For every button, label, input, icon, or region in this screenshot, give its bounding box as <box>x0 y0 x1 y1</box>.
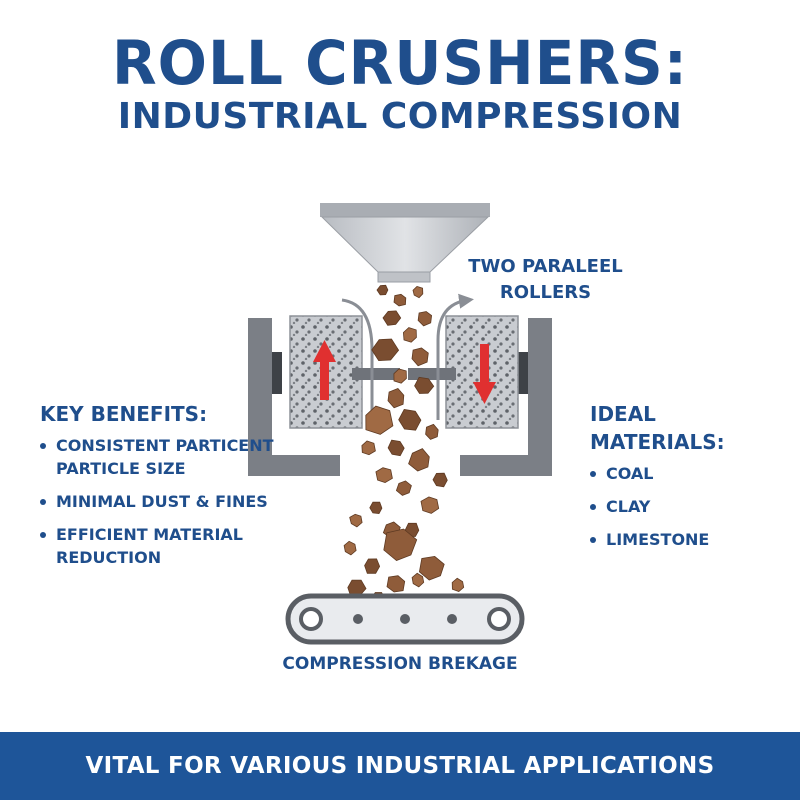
rock-particle <box>393 293 407 307</box>
benefit-item: CONSISTENT PARTICENT PARTICLE SIZE <box>40 434 330 480</box>
benefits-heading: KEY BENEFITS: <box>40 402 208 426</box>
rock-particle <box>364 558 381 574</box>
rock-particle <box>425 423 439 440</box>
rock-particle <box>402 327 417 343</box>
rock-particle <box>386 575 406 593</box>
rock-particle <box>432 472 448 488</box>
rock-particle <box>417 311 433 327</box>
footer-text: VITAL FOR VARIOUS INDUSTRIAL APPLICATION… <box>85 753 715 779</box>
down-arrow-icon <box>473 344 496 404</box>
rock-particle <box>365 405 394 435</box>
material-item: COAL <box>590 462 780 485</box>
rock-particle <box>412 285 424 299</box>
material-item: CLAY <box>590 495 780 518</box>
rock-particle <box>393 368 407 384</box>
benefit-item: MINIMAL DUST & FINES <box>40 490 330 513</box>
footer-banner: VITAL FOR VARIOUS INDUSTRIAL APPLICATION… <box>0 732 800 800</box>
right-frame <box>460 318 552 476</box>
rock-particle <box>451 577 465 592</box>
rock-particle <box>420 496 440 514</box>
hopper <box>320 203 490 283</box>
title-line-1: ROLL CRUSHERS: <box>112 27 688 99</box>
rock-particle <box>408 448 430 472</box>
rock-particle <box>371 338 400 362</box>
rock-particle <box>387 439 405 457</box>
rock-particle <box>411 572 425 588</box>
key-benefits: KEY BENEFITS: CONSISTENT PARTICENT PARTI… <box>40 400 330 579</box>
rock-particle <box>382 310 402 326</box>
conveyor-belt <box>285 593 525 645</box>
right-roller <box>445 315 519 429</box>
rock-particle <box>375 467 393 484</box>
right-rotation-arrow <box>436 293 474 420</box>
rock-particle <box>387 388 405 409</box>
left-frame <box>248 318 340 476</box>
rock-particle <box>418 555 445 581</box>
rock-particle <box>411 347 429 367</box>
rock-particle <box>383 528 418 561</box>
rock-particle <box>361 440 376 456</box>
ideal-materials: IDEAL MATERIALS: COAL CLAY LIMESTONE <box>590 400 780 561</box>
right-shaft <box>408 368 456 380</box>
rock-particle <box>343 540 357 556</box>
up-arrow-icon <box>313 340 336 400</box>
left-shaft <box>352 368 400 380</box>
rock-particle <box>414 376 435 394</box>
benefit-item: EFFICIENT MATERIAL REDUCTION <box>40 523 330 569</box>
materials-heading: IDEAL MATERIALS: <box>590 402 725 454</box>
title-line-2: INDUSTRIAL COMPRESSION <box>117 96 683 137</box>
rollers-label: TWO PARALEEL ROLLERS <box>468 256 623 303</box>
material-item: LIMESTONE <box>590 528 780 551</box>
rock-particle <box>349 513 363 528</box>
rock-particle <box>369 501 383 515</box>
rock-particle <box>395 480 412 496</box>
rock-particle <box>398 409 422 431</box>
rock-particle <box>376 284 389 296</box>
compression-breakage-label: COMPRESSION BREKAGE <box>282 654 518 674</box>
